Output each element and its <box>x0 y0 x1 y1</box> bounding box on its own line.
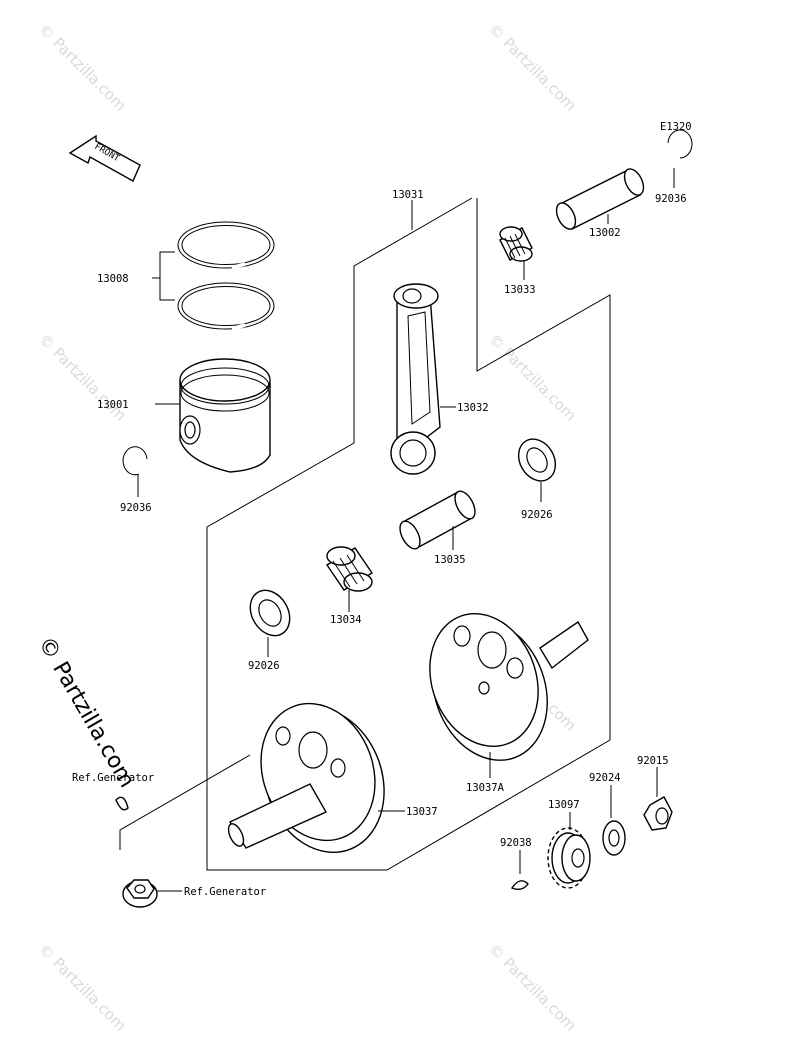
woodruff-key-icon <box>510 880 529 891</box>
circlip-icon <box>667 129 693 159</box>
watermark: © Partzilla.com <box>485 20 580 115</box>
lock-washer-icon <box>602 820 626 856</box>
part-label-92036-right: 92036 <box>655 193 687 205</box>
front-arrow-icon: FRONT <box>68 134 141 182</box>
part-label-13034: 13034 <box>330 614 362 626</box>
circlip-icon <box>122 446 148 476</box>
part-label-13035: 13035 <box>434 554 466 566</box>
watermark-main: © Partzilla.com <box>33 633 140 793</box>
thrust-washer-icon <box>249 589 291 637</box>
piston-pin-icon <box>555 168 645 230</box>
part-label-13033: 13033 <box>504 284 536 296</box>
part-label-13001: 13001 <box>97 399 129 411</box>
assembly-outline <box>119 197 611 871</box>
part-label-13037A: 13037A <box>466 782 505 794</box>
part-label-13032: 13032 <box>457 402 489 414</box>
gear-icon <box>547 827 591 889</box>
part-label-13031: 13031 <box>392 189 424 201</box>
part-label-13008: 13008 <box>97 273 129 285</box>
piston-ring-icon <box>177 221 275 270</box>
part-label-13002: 13002 <box>589 227 621 239</box>
watermark: © Partzilla.com <box>35 20 130 115</box>
hex-nut-icon <box>643 796 673 831</box>
crank-pin-icon <box>399 490 476 550</box>
piston-ring-icon <box>177 282 275 331</box>
piston-icon <box>179 358 271 473</box>
ref-label-generator-key: Ref.Generator <box>72 772 154 784</box>
part-label-92026-left: 92026 <box>248 660 280 672</box>
diagram-code: E1320 <box>660 121 692 133</box>
watermark: © Partzilla.com <box>485 940 580 1035</box>
ref-label-generator-nut: Ref.Generator <box>184 886 266 898</box>
flange-nut-icon <box>122 879 158 908</box>
needle-bearing-icon <box>499 226 533 262</box>
part-label-92015: 92015 <box>637 755 669 767</box>
connecting-rod-icon <box>390 283 441 475</box>
watermark: © Partzilla.com <box>35 940 130 1035</box>
needle-bearing-icon <box>326 546 373 592</box>
crankshaft-half-icon <box>227 702 385 854</box>
part-label-92026-right: 92026 <box>521 509 553 521</box>
part-label-13097: 13097 <box>548 799 580 811</box>
thrust-washer-icon <box>517 438 557 482</box>
part-label-92036-left: 92036 <box>120 502 152 514</box>
part-label-92024: 92024 <box>589 772 621 784</box>
watermark: © Partzilla.com <box>485 330 580 425</box>
part-label-13037: 13037 <box>406 806 438 818</box>
crankshaft-half-icon <box>429 612 589 761</box>
part-label-92038: 92038 <box>500 837 532 849</box>
woodruff-key-icon <box>115 796 129 811</box>
